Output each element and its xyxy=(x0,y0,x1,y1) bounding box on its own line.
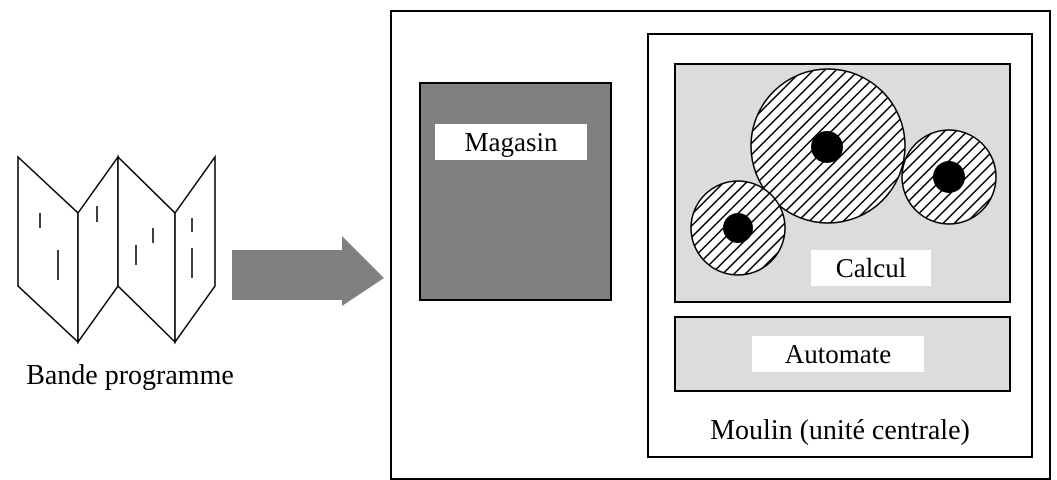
gear-icon xyxy=(750,68,906,224)
moulin-caption: Moulin (unité centrale) xyxy=(710,415,970,446)
automate-label: Automate xyxy=(752,336,924,372)
tape-label: Bande programme xyxy=(26,360,234,391)
calcul-label: Calcul xyxy=(811,250,931,286)
punched-tape-icon xyxy=(17,154,216,345)
gear-icon xyxy=(690,180,786,276)
right-arrow-icon xyxy=(232,236,384,306)
magasin-label: Magasin xyxy=(435,124,587,160)
magasin-block xyxy=(419,82,612,301)
gear-icon xyxy=(901,129,997,225)
diagram-shapes xyxy=(17,154,384,345)
gears-layer xyxy=(690,68,997,276)
